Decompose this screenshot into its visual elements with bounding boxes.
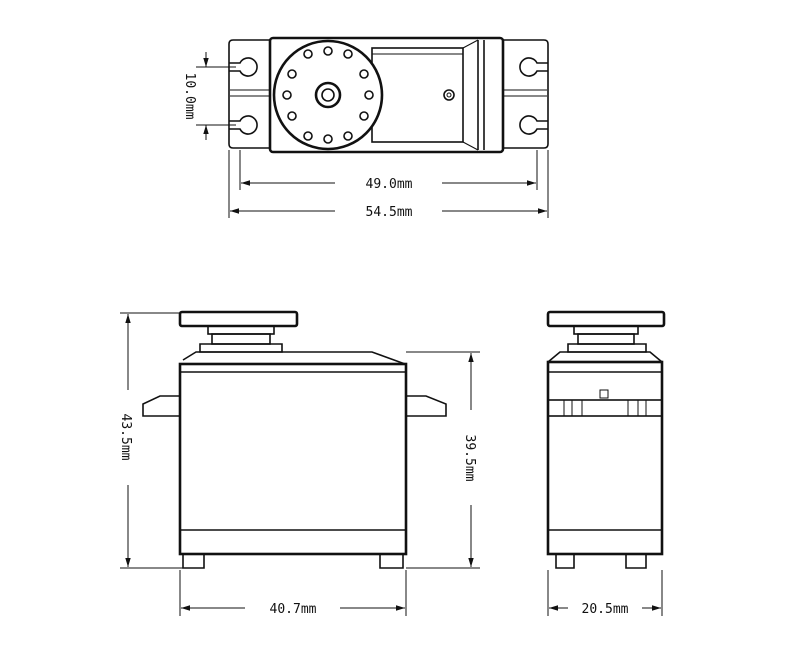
front-flange-band bbox=[547, 399, 663, 417]
top-view: 10.0mm 49.0mm 54.5mm bbox=[182, 36, 549, 220]
side-output-hub bbox=[211, 333, 271, 345]
side-right-flange bbox=[406, 395, 447, 417]
front-output-hub bbox=[577, 333, 635, 345]
dim-overall-height: 43.5mm bbox=[118, 312, 183, 569]
front-case-body bbox=[546, 360, 664, 556]
mount-slot-bottom-left bbox=[229, 115, 258, 135]
dim-label-overall-height: 43.5mm bbox=[118, 414, 133, 461]
dim-label-body-height: 39.5mm bbox=[462, 435, 477, 482]
output-horn-disk bbox=[272, 39, 384, 151]
dim-overall-length: 54.5mm bbox=[228, 150, 549, 220]
dim-body-height: 39.5mm bbox=[406, 351, 480, 569]
output-spline bbox=[314, 81, 342, 109]
dim-body-width: 20.5mm bbox=[547, 570, 663, 617]
dim-label-mount-hole-spacing: 10.0mm bbox=[182, 73, 197, 120]
mount-slot-top-left bbox=[229, 57, 258, 77]
front-horn-plate bbox=[546, 310, 666, 328]
horn-holes bbox=[282, 46, 374, 144]
dim-mount-hole-span: 49.0mm bbox=[239, 150, 538, 192]
front-view: 20.5mm bbox=[546, 310, 666, 617]
mount-slot-top-right bbox=[519, 57, 548, 77]
dim-mount-hole-spacing: 10.0mm bbox=[182, 52, 236, 140]
dim-body-length: 40.7mm bbox=[179, 570, 407, 617]
dim-label-mount-hole-span: 49.0mm bbox=[366, 177, 413, 192]
side-horn-plate bbox=[178, 310, 299, 328]
right-mount-flange bbox=[503, 39, 549, 149]
case-screw bbox=[443, 89, 455, 101]
side-case-body bbox=[178, 362, 408, 556]
dim-label-overall-length: 54.5mm bbox=[366, 205, 413, 220]
dim-label-body-width: 20.5mm bbox=[582, 602, 629, 617]
mount-slot-bottom-right bbox=[519, 115, 548, 135]
left-mount-flange bbox=[228, 39, 270, 149]
side-left-flange bbox=[142, 395, 180, 417]
side-view: 43.5mm 39.5mm 40.7mm bbox=[118, 310, 480, 617]
dim-label-body-length: 40.7mm bbox=[270, 602, 317, 617]
